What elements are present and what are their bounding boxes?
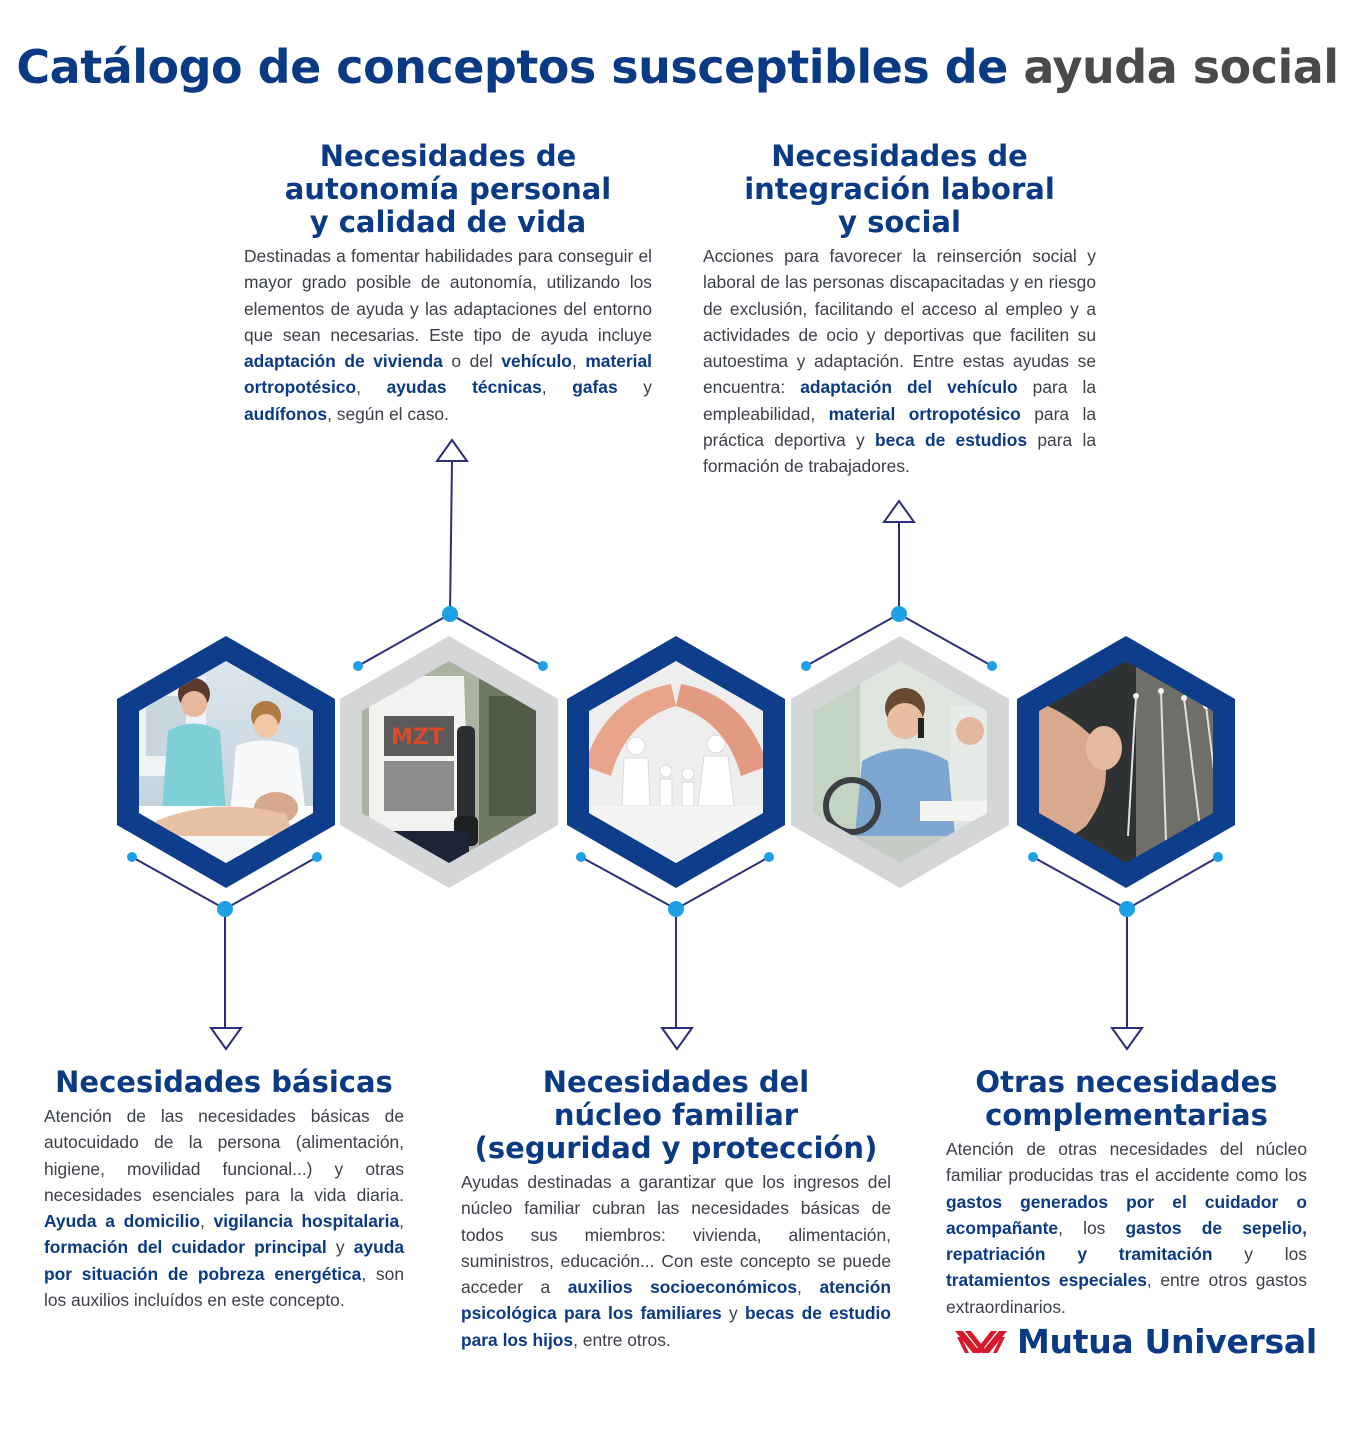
title-line: Necesidades del xyxy=(542,1065,810,1099)
prosthetic-arm-photo: MZT xyxy=(362,661,536,863)
title-line: integración laboral xyxy=(744,172,1055,206)
hexagon-family-protection xyxy=(567,636,785,888)
connector-dot xyxy=(353,661,363,671)
section-title: Necesidades del núcleo familiar (segurid… xyxy=(461,1066,891,1165)
acupuncture-photo xyxy=(1039,661,1213,863)
section-familiar: Necesidades del núcleo familiar (segurid… xyxy=(461,1066,891,1353)
family-protection-hands-photo xyxy=(589,661,763,863)
hexagon-acupuncture xyxy=(1017,636,1235,888)
section-description: Ayudas destinadas a garantizar que los i… xyxy=(461,1172,892,1350)
logo-text: Mutua Universal xyxy=(1017,1322,1317,1361)
arrow-up-icon xyxy=(882,499,916,523)
page-title: Catálogo de conceptos susceptibles de ay… xyxy=(0,40,1355,94)
connector-dot xyxy=(1119,901,1135,917)
section-description: Acciones para favorecer la reinserción s… xyxy=(703,246,1097,477)
section-integracion: Necesidades de integración laboral y soc… xyxy=(703,140,1096,480)
section-description: Atención de otras necesidades del núcleo… xyxy=(946,1139,1307,1317)
section-description: Destinadas a fomentar habilidades para c… xyxy=(244,246,653,424)
section-title: Otras necesidades complementarias xyxy=(946,1066,1307,1132)
brand-logo: Mutua Universal xyxy=(955,1322,1317,1361)
title-line: autonomía personal xyxy=(284,172,612,206)
connector-dot xyxy=(217,901,233,917)
title-line: núcleo familiar xyxy=(553,1098,799,1132)
section-basicas: Necesidades básicas Atención de las nece… xyxy=(44,1066,404,1313)
title-part-1: Catálogo de conceptos susceptibles de xyxy=(16,40,1008,94)
connector-dot xyxy=(764,852,774,862)
mutua-logo-icon xyxy=(955,1330,1007,1353)
connector-dot xyxy=(127,852,137,862)
title-line: Necesidades básicas xyxy=(55,1065,393,1099)
arrow-down-icon xyxy=(660,1027,694,1051)
connector-dot xyxy=(1213,852,1223,862)
wheelchair-worker-photo xyxy=(813,661,987,863)
section-description: Atención de las necesidades básicas de a… xyxy=(44,1106,405,1311)
arrow-down-icon xyxy=(1110,1027,1144,1051)
connector-dot xyxy=(442,606,458,622)
connector-dot xyxy=(668,901,684,917)
hexagon-wheelchair-worker xyxy=(791,636,1009,888)
connector-dot xyxy=(801,661,811,671)
hexagon-medical-care xyxy=(117,636,335,888)
section-title: Necesidades de integración laboral y soc… xyxy=(703,140,1096,239)
connector-dot xyxy=(891,606,907,622)
section-title: Necesidades básicas xyxy=(44,1066,404,1099)
connector-dot xyxy=(1028,852,1038,862)
connector-dot xyxy=(576,852,586,862)
title-part-2: ayuda social xyxy=(1023,40,1339,94)
connector-stem-top-1 xyxy=(449,460,453,615)
section-autonomia: Necesidades de autonomía personal y cali… xyxy=(244,140,652,427)
medical-care-photo xyxy=(139,661,313,863)
title-line: y social xyxy=(838,205,961,239)
title-line: Otras necesidades xyxy=(975,1065,1278,1099)
arrow-up-icon xyxy=(435,438,469,462)
svg-text:MZT: MZT xyxy=(391,725,444,750)
connector-dot xyxy=(538,661,548,671)
connector-dot xyxy=(987,661,997,671)
title-line: y calidad de vida xyxy=(309,205,587,239)
title-line: Necesidades de xyxy=(319,139,577,173)
connector-dot xyxy=(312,852,322,862)
title-line: (seguridad y protección) xyxy=(474,1131,878,1165)
hexagon-prosthetic-arm: MZT xyxy=(340,636,558,888)
title-line: complementarias xyxy=(985,1098,1268,1132)
section-title: Necesidades de autonomía personal y cali… xyxy=(244,140,652,239)
arrow-down-icon xyxy=(209,1027,243,1051)
section-otras: Otras necesidades complementarias Atenci… xyxy=(946,1066,1307,1320)
title-line: Necesidades de xyxy=(771,139,1028,173)
